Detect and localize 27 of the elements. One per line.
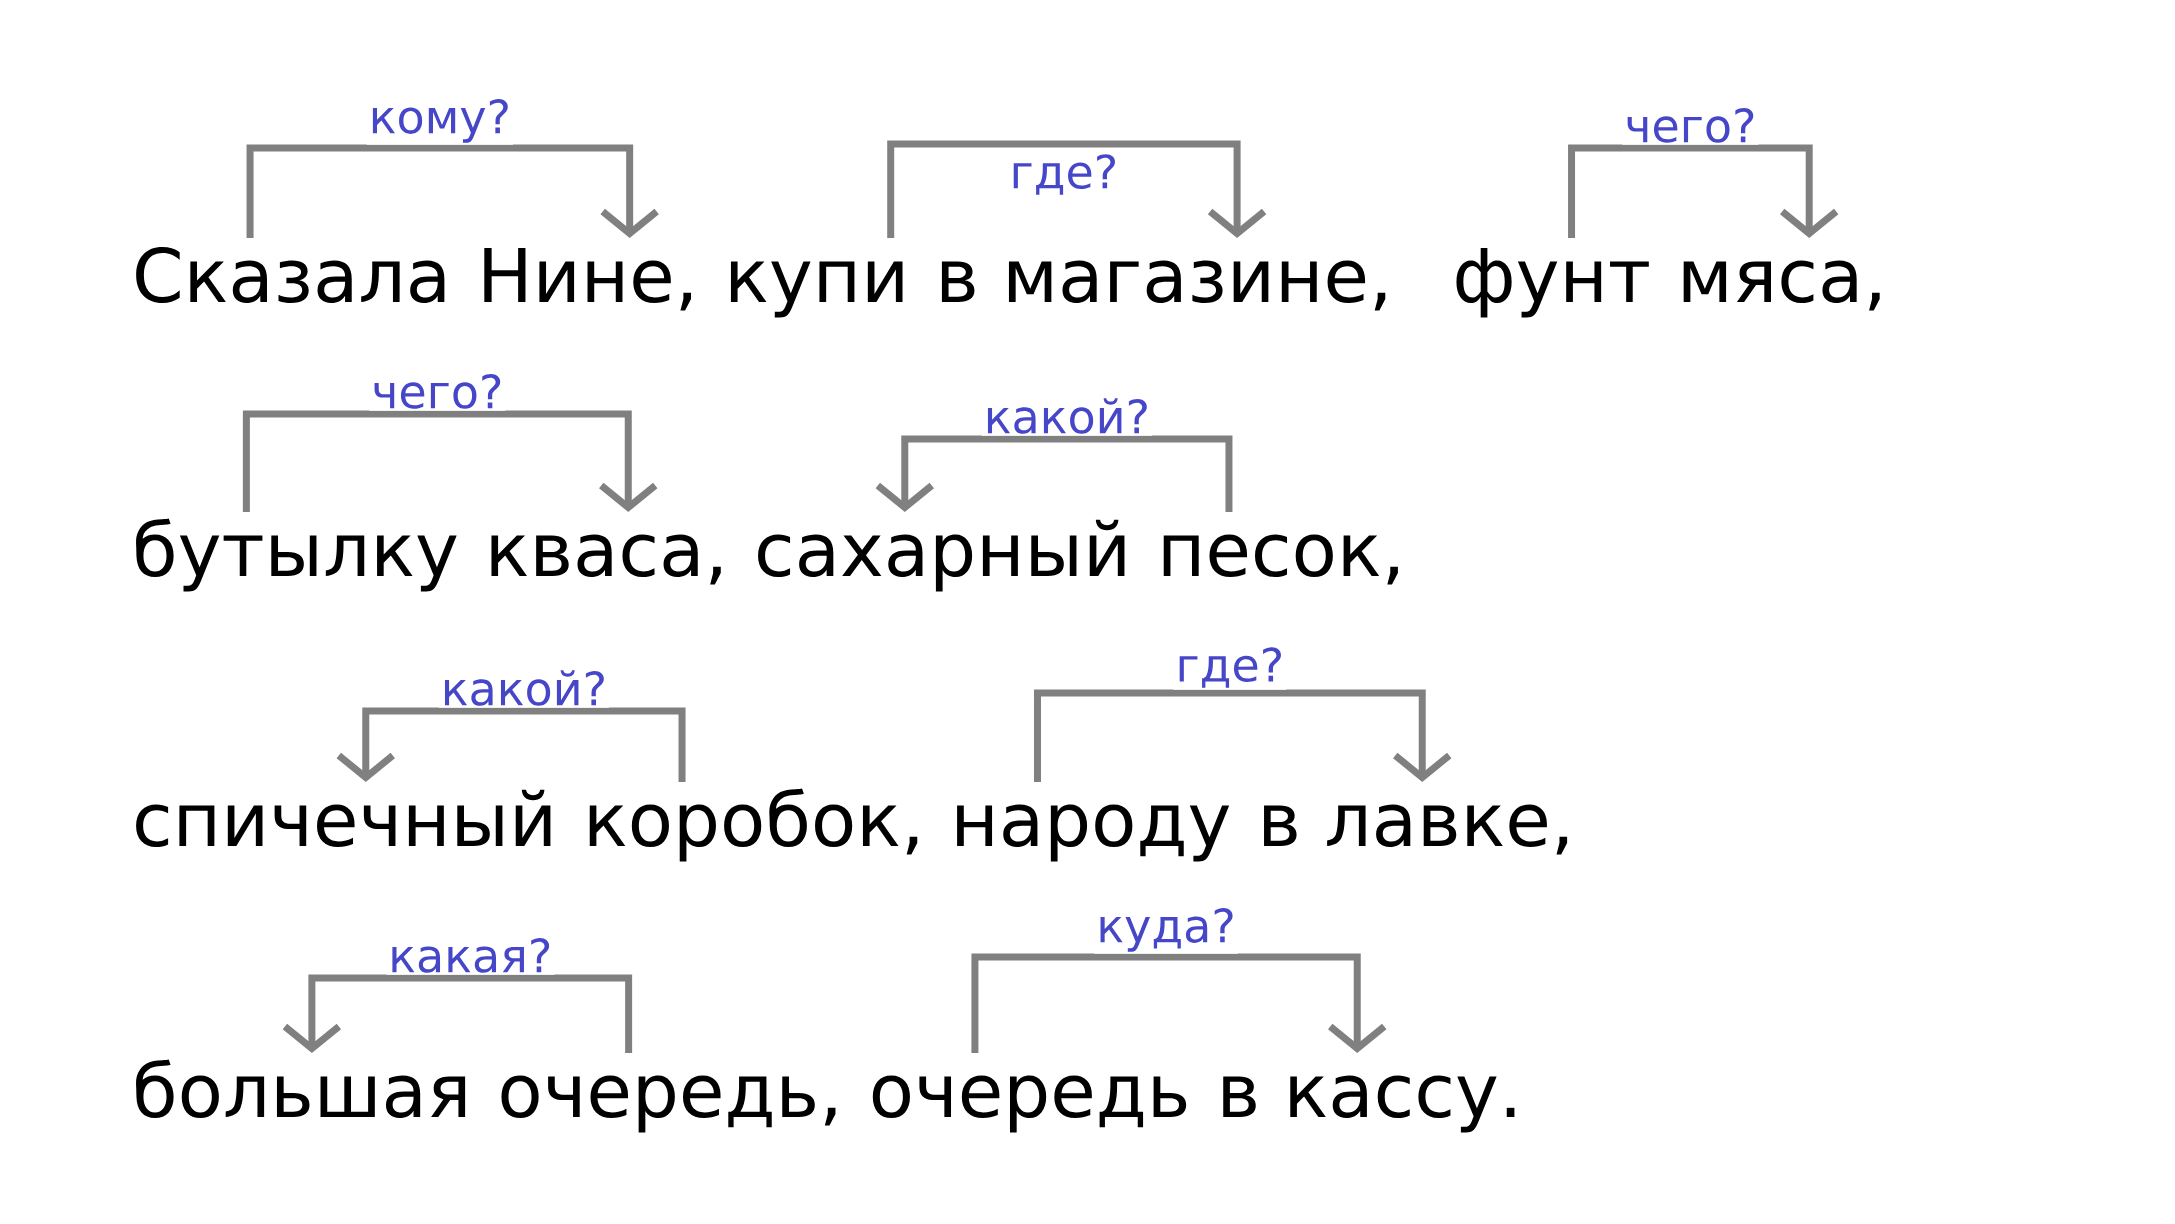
question-label: где? bbox=[1007, 152, 1121, 197]
word: бутылку bbox=[136, 518, 457, 592]
question-label: какой? bbox=[438, 668, 609, 708]
question-label: куда? bbox=[1094, 906, 1238, 954]
word: очередь bbox=[872, 1075, 1187, 1133]
question-label: какой? bbox=[981, 396, 1152, 436]
word: в магазине, bbox=[941, 260, 1386, 311]
word: Сказала bbox=[136, 247, 445, 304]
question-label: какая? bbox=[386, 936, 555, 975]
word: большая bbox=[136, 1059, 466, 1119]
word: сахарный bbox=[758, 519, 1125, 592]
word: Нине, bbox=[484, 248, 691, 311]
word: песок, bbox=[1163, 534, 1398, 585]
word: коробок, bbox=[589, 788, 918, 862]
question-label: чего? bbox=[369, 372, 506, 411]
word: купи bbox=[730, 261, 903, 318]
word: в лавке, bbox=[1264, 804, 1568, 855]
word: мяса, bbox=[1683, 260, 1880, 311]
word: народу bbox=[957, 804, 1230, 862]
question-label: где? bbox=[1173, 645, 1287, 690]
word: кваса, bbox=[491, 534, 721, 585]
word: фунт bbox=[1456, 248, 1649, 318]
question-label: кому? bbox=[366, 97, 513, 145]
word: очередь, bbox=[501, 1075, 836, 1133]
question-label: чего? bbox=[1622, 106, 1759, 145]
word: в кассу. bbox=[1223, 1075, 1515, 1133]
word: спичечный bbox=[136, 789, 551, 848]
